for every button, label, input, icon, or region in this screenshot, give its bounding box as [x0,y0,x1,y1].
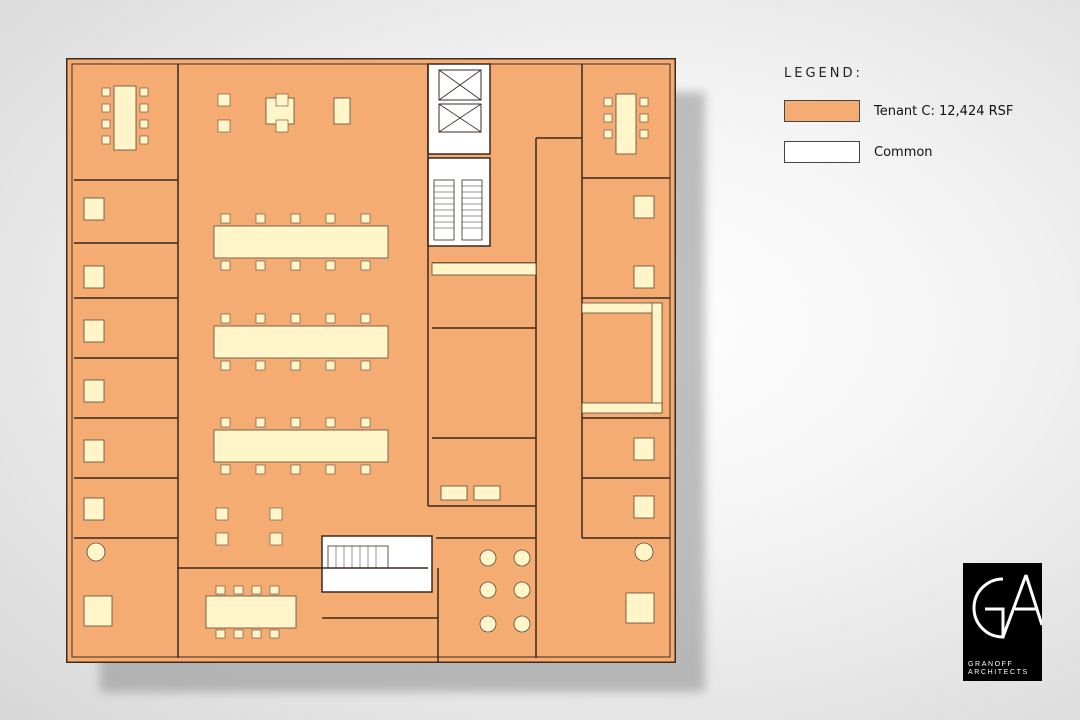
workstation-bench [213,225,389,259]
legend-title: LEGEND: [784,66,863,81]
conference-table [205,595,297,629]
cafe-tables [86,542,654,633]
stair-south [321,535,433,593]
tenant-swatch [784,100,860,122]
elevator-lobby [427,63,491,155]
logo-line-2: ARCHITECTS [968,669,1029,676]
ga-logo-icon [972,574,1042,639]
furniture [83,85,663,629]
stair-north [427,157,491,247]
legend-label-tenant: Tenant C: 12,424 RSF [874,103,1014,119]
interior-walls [74,64,670,663]
legend-label-common: Common [874,144,933,160]
common-swatch [784,141,860,163]
legend-item-tenant: Tenant C: 12,424 RSF [784,99,1013,123]
logo-line-1: GRANOFF [968,661,1014,668]
floor-plan [66,58,676,663]
legend-item-common: Common [784,140,1013,164]
common-core [321,63,491,593]
granoff-architects-logo: GRANOFF ARCHITECTS [963,563,1042,681]
chairs [101,87,649,639]
legend: LEGEND: Tenant C: 12,424 RSF Common [784,66,1013,181]
workstation-bench [213,325,389,359]
workstation-bench [213,429,389,463]
